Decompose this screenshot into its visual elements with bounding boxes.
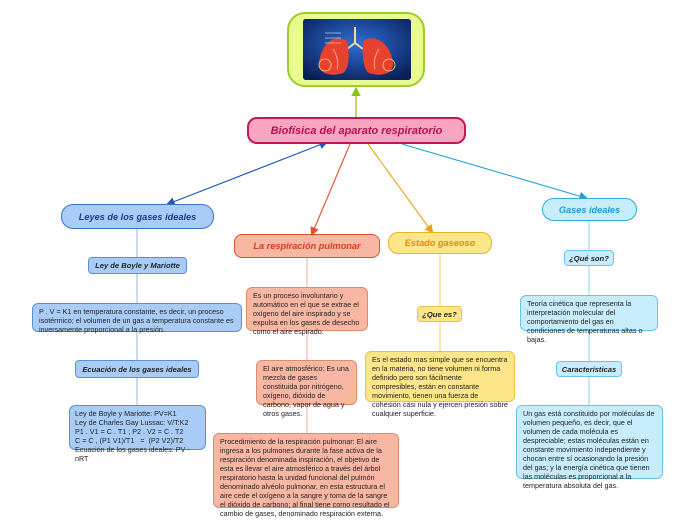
label-ecuacion-gases[interactable]: Ecuación de los gases ideales — [75, 360, 199, 378]
ecuacion-line: P1 . V1 = C . T1 ; P2 . V2 = C . T2 — [75, 427, 184, 436]
central-title: Biofísica del aparato respiratorio — [270, 124, 443, 137]
gases-title: Gases ideales — [558, 204, 621, 215]
branch-estado-gaseoso[interactable]: Estado gaseoso — [388, 232, 492, 254]
text-respiracion-proceso: Es un proceso involuntario y automático … — [246, 287, 368, 336]
label-que-son[interactable]: ¿Qué son? — [564, 250, 614, 266]
lungs-illustration-icon — [303, 19, 411, 80]
branch-leyes[interactable]: Leyes de los gases ideales — [61, 204, 214, 229]
leyes-title: Leyes de los gases ideales — [78, 211, 197, 222]
estado-title: Estado gaseoso — [404, 238, 476, 248]
central-topic[interactable]: Biofísica del aparato respiratorio — [247, 117, 466, 144]
text-ecuacion-gases: Ley de Boyle y Mariotte: PV=K1 Ley de Ch… — [69, 405, 206, 463]
ecuacion-line: Ley de Boyle y Mariotte: PV=K1 — [75, 409, 177, 418]
text-aire-atmosferico: El aire atmosférico: Es una mezcla de ga… — [256, 360, 357, 418]
link-to-gases — [401, 143, 589, 201]
text-ley-boyle: P . V = K1 en temperatura constante, es … — [32, 303, 242, 334]
label-caracteristicas[interactable]: Características — [556, 361, 622, 377]
respiracion-title: La respiración pulmonar — [253, 241, 361, 251]
branch-respiracion[interactable]: La respiración pulmonar — [234, 234, 380, 258]
text-caracteristicas: Un gas está constituido por moléculas de… — [516, 405, 663, 490]
ecuacion-line: Ecuación de los gases ideales: PV - nRT — [75, 445, 190, 463]
link-to-estado — [367, 143, 434, 234]
link-to-respiracion — [310, 143, 351, 237]
label-que-es[interactable]: ¿Que es? — [417, 306, 462, 322]
text-estado-gaseoso: Es el estado mas simple que se encuentra… — [365, 351, 515, 418]
text-teoria-cinetica: Teoría cinética que representa la interp… — [520, 295, 658, 344]
ecuacion-line: C = C , (P1 V1)/T1 = (P2 V2)/T2 — [75, 436, 184, 445]
ecuacion-line: Ley de Charles Gay Lussac: V/T:K2 — [75, 418, 189, 427]
branch-gases-ideales[interactable]: Gases ideales — [542, 198, 637, 221]
link-to-leyes — [165, 140, 329, 206]
text-procedimiento-respiracion: Procedimiento de la respiración pulmonar… — [213, 433, 399, 518]
image-node[interactable] — [287, 12, 425, 87]
label-ley-boyle[interactable]: Ley de Boyle y Mariotte — [88, 257, 187, 274]
